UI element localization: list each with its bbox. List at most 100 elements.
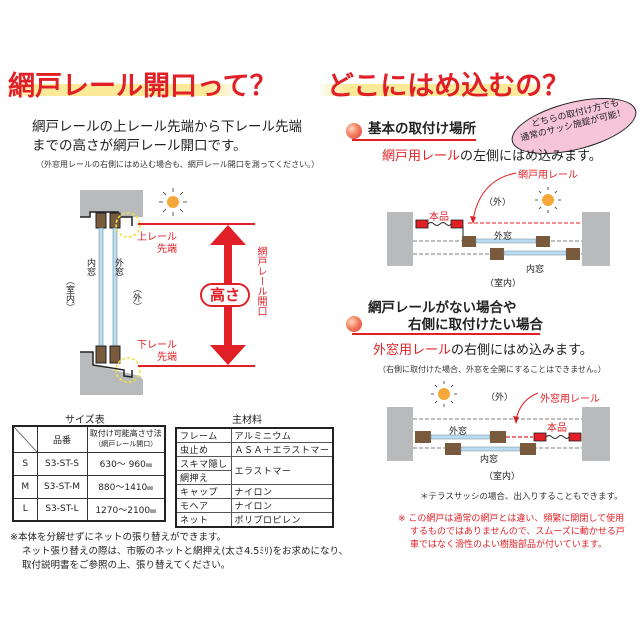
size-table-row: L S3-ST-L 1270～2100㎜ (12, 497, 166, 522)
range-value: 630～ 960 (99, 460, 146, 470)
section2-lead-rest: の右側にはめ込みます。 (451, 343, 593, 358)
material-cell: ナイロン (230, 484, 334, 499)
sun-icon (159, 188, 187, 216)
section2-inner-window-label: 内窓 (480, 455, 499, 465)
size-table-header-code: 品番 (36, 425, 88, 453)
bullet-ball-icon (346, 316, 362, 332)
material-cell: ＡＳＡ＋エラストマー (230, 442, 334, 457)
section1-heading: 基本の取付け場所 (368, 121, 476, 137)
right-install-diagram (387, 381, 610, 461)
sun-icon (535, 187, 561, 213)
inner-window-label: 内窓 (85, 258, 95, 276)
part-cell: フレーム (175, 427, 232, 443)
part-cell: スキマ隠し (175, 456, 232, 471)
footnote-line2: ネット張り替えの際は、市販のネットと網押え(太さ4.5ﾐﾘ)をお求めになり、 (22, 546, 349, 557)
size-table-header-range: 取付け可能高さ寸法 （網戸レール開口） (86, 425, 166, 453)
part-cell: キャップ (175, 484, 232, 499)
section2-product-label: 本品 (547, 423, 567, 434)
size-table-caption: サイズ表 (65, 415, 105, 426)
footnote-line3: 取付説明書をご参照の上、張り替えてください。 (22, 560, 231, 571)
section2-lead-red: 外窓用レール (373, 343, 452, 358)
range-value: 880～1410 (98, 483, 148, 493)
section1-lead-red: 網戸用レール (382, 149, 461, 164)
range-cell: 880～1410㎜ (86, 474, 166, 499)
range-unit: ㎜ (150, 507, 157, 515)
range-cell: 630～ 960㎜ (86, 451, 166, 476)
material-cell: ナイロン (230, 498, 334, 513)
upper-rail-label: 上レール 先端 (137, 232, 177, 256)
section2-lead: 外窓用レールの右側にはめ込みます。 (373, 341, 593, 360)
part-cell: 網押え (175, 470, 232, 485)
material-row: ネットポリプロピレン (175, 512, 334, 528)
outer-window-label: 外窓 (113, 258, 123, 276)
section2-callout: 外窓用レール (540, 394, 600, 405)
warning-line2: するものではありませんので、スムーズに動かせる戸 (410, 527, 625, 537)
size-cell: M (12, 474, 38, 499)
section1-product-label: 本品 (429, 212, 449, 223)
rail-opening-vertical-label: 網戸レール開口 (255, 246, 266, 316)
section1-callout: 網戸用レール (518, 170, 578, 181)
height-badge: 高さ (200, 283, 250, 307)
material-row: スキマ隠しエラストマー (175, 456, 334, 485)
section1-outdoor-label: （外） (484, 198, 512, 208)
left-lead-line2: までの高さが網戸レール開口です。 (32, 138, 247, 154)
section1-lead-rest: の左側にはめ込みます。 (460, 149, 602, 164)
upper-rail-label-1: 上レール (137, 232, 177, 243)
lower-rail-label-1: 下レール (137, 340, 177, 351)
size-table-corner (12, 425, 38, 453)
material-cell: アルミニウム (230, 427, 334, 443)
right-title: どこにはめ込むの？ (327, 71, 570, 102)
indoor-label: （室内） (64, 276, 74, 312)
material-cell: ポリプロピレン (230, 512, 334, 528)
material-cell: エラストマー (230, 456, 334, 485)
basic-install-diagram (387, 172, 610, 266)
range-value: 1270～2100 (95, 505, 151, 516)
part-cell: モヘア (175, 498, 232, 513)
upper-rail-label-2: 先端 (157, 244, 177, 255)
left-lead-note: （外窓用レールの右側にはめ込む場合も、網戸レール開口を測ってください。） (36, 160, 320, 169)
section1-underline (352, 139, 476, 141)
rail-opening-diagram (80, 188, 255, 395)
section1-indoor-label: （室内） (485, 279, 522, 289)
outdoor-label: （外） (131, 284, 141, 311)
warning-line1: ※ この網戸は通常の網戸とは違い、頻繁に開閉して使用 (398, 514, 625, 524)
size-table-row: S S3-ST-S 630～ 960㎜ (12, 451, 166, 476)
size-cell: S (12, 451, 38, 476)
range-unit: ㎜ (145, 462, 152, 469)
section2-outdoor-label: （外） (486, 393, 514, 403)
range-unit: ㎜ (147, 485, 154, 492)
size-cell: L (12, 497, 38, 522)
part-cell: 虫止め (175, 442, 232, 457)
section2-indoor-label: （室内） (484, 472, 521, 482)
section2-heading-line1: 網戸レールがない場合や (368, 300, 517, 316)
range-cell: 1270～2100㎜ (86, 497, 166, 522)
lower-rail-label: 下レール 先端 (137, 340, 177, 364)
code-cell: S3-ST-L (36, 497, 88, 522)
footnote-line1: ※本体を分解せずにネットの張り替えができます。 (10, 532, 227, 543)
size-table: 品番 取付け可能高さ寸法 （網戸レール開口） S S3-ST-S 630～ 96… (12, 425, 166, 522)
section1-lead: 網戸用レールの左側にはめ込みます。 (382, 147, 602, 166)
title-highlight-left (4, 84, 242, 96)
section2-footnote: ＊テラスサッシの場合、出入りすることもできます。 (420, 492, 623, 502)
size-table-header-range-main: 取付け可能高さ寸法 (89, 429, 162, 439)
title-highlight-right (318, 84, 550, 96)
sun-icon (431, 381, 457, 407)
section2-heading-line2: 右側に取付けたい場合 (408, 317, 543, 333)
left-title: 網戸レール開口って？ (8, 71, 277, 102)
left-lead-line1: 網戸レールの上レール先端から下レール先端 (32, 119, 302, 135)
material-table-caption: 主材料 (232, 415, 262, 426)
code-cell: S3-ST-M (36, 474, 88, 499)
section2-underline (352, 333, 540, 335)
material-row: モヘアナイロン (175, 498, 334, 513)
material-row: キャップナイロン (175, 484, 334, 499)
section1-outer-window-label: 外窓 (494, 232, 513, 242)
warning-line3: 車ではなく滑性のよい樹脂部品が付いています。 (410, 540, 607, 550)
section1-inner-window-label: 内窓 (526, 265, 545, 275)
part-cell: ネット (175, 512, 232, 528)
section2-lead-note: （右側に取付けた場合、外窓を全開にすることはできません。） (378, 365, 606, 374)
size-table-header-range-sub: （網戸レール開口） (94, 440, 158, 449)
size-table-row: M S3-ST-M 880～1410㎜ (12, 474, 166, 499)
bullet-ball-icon (346, 123, 362, 139)
